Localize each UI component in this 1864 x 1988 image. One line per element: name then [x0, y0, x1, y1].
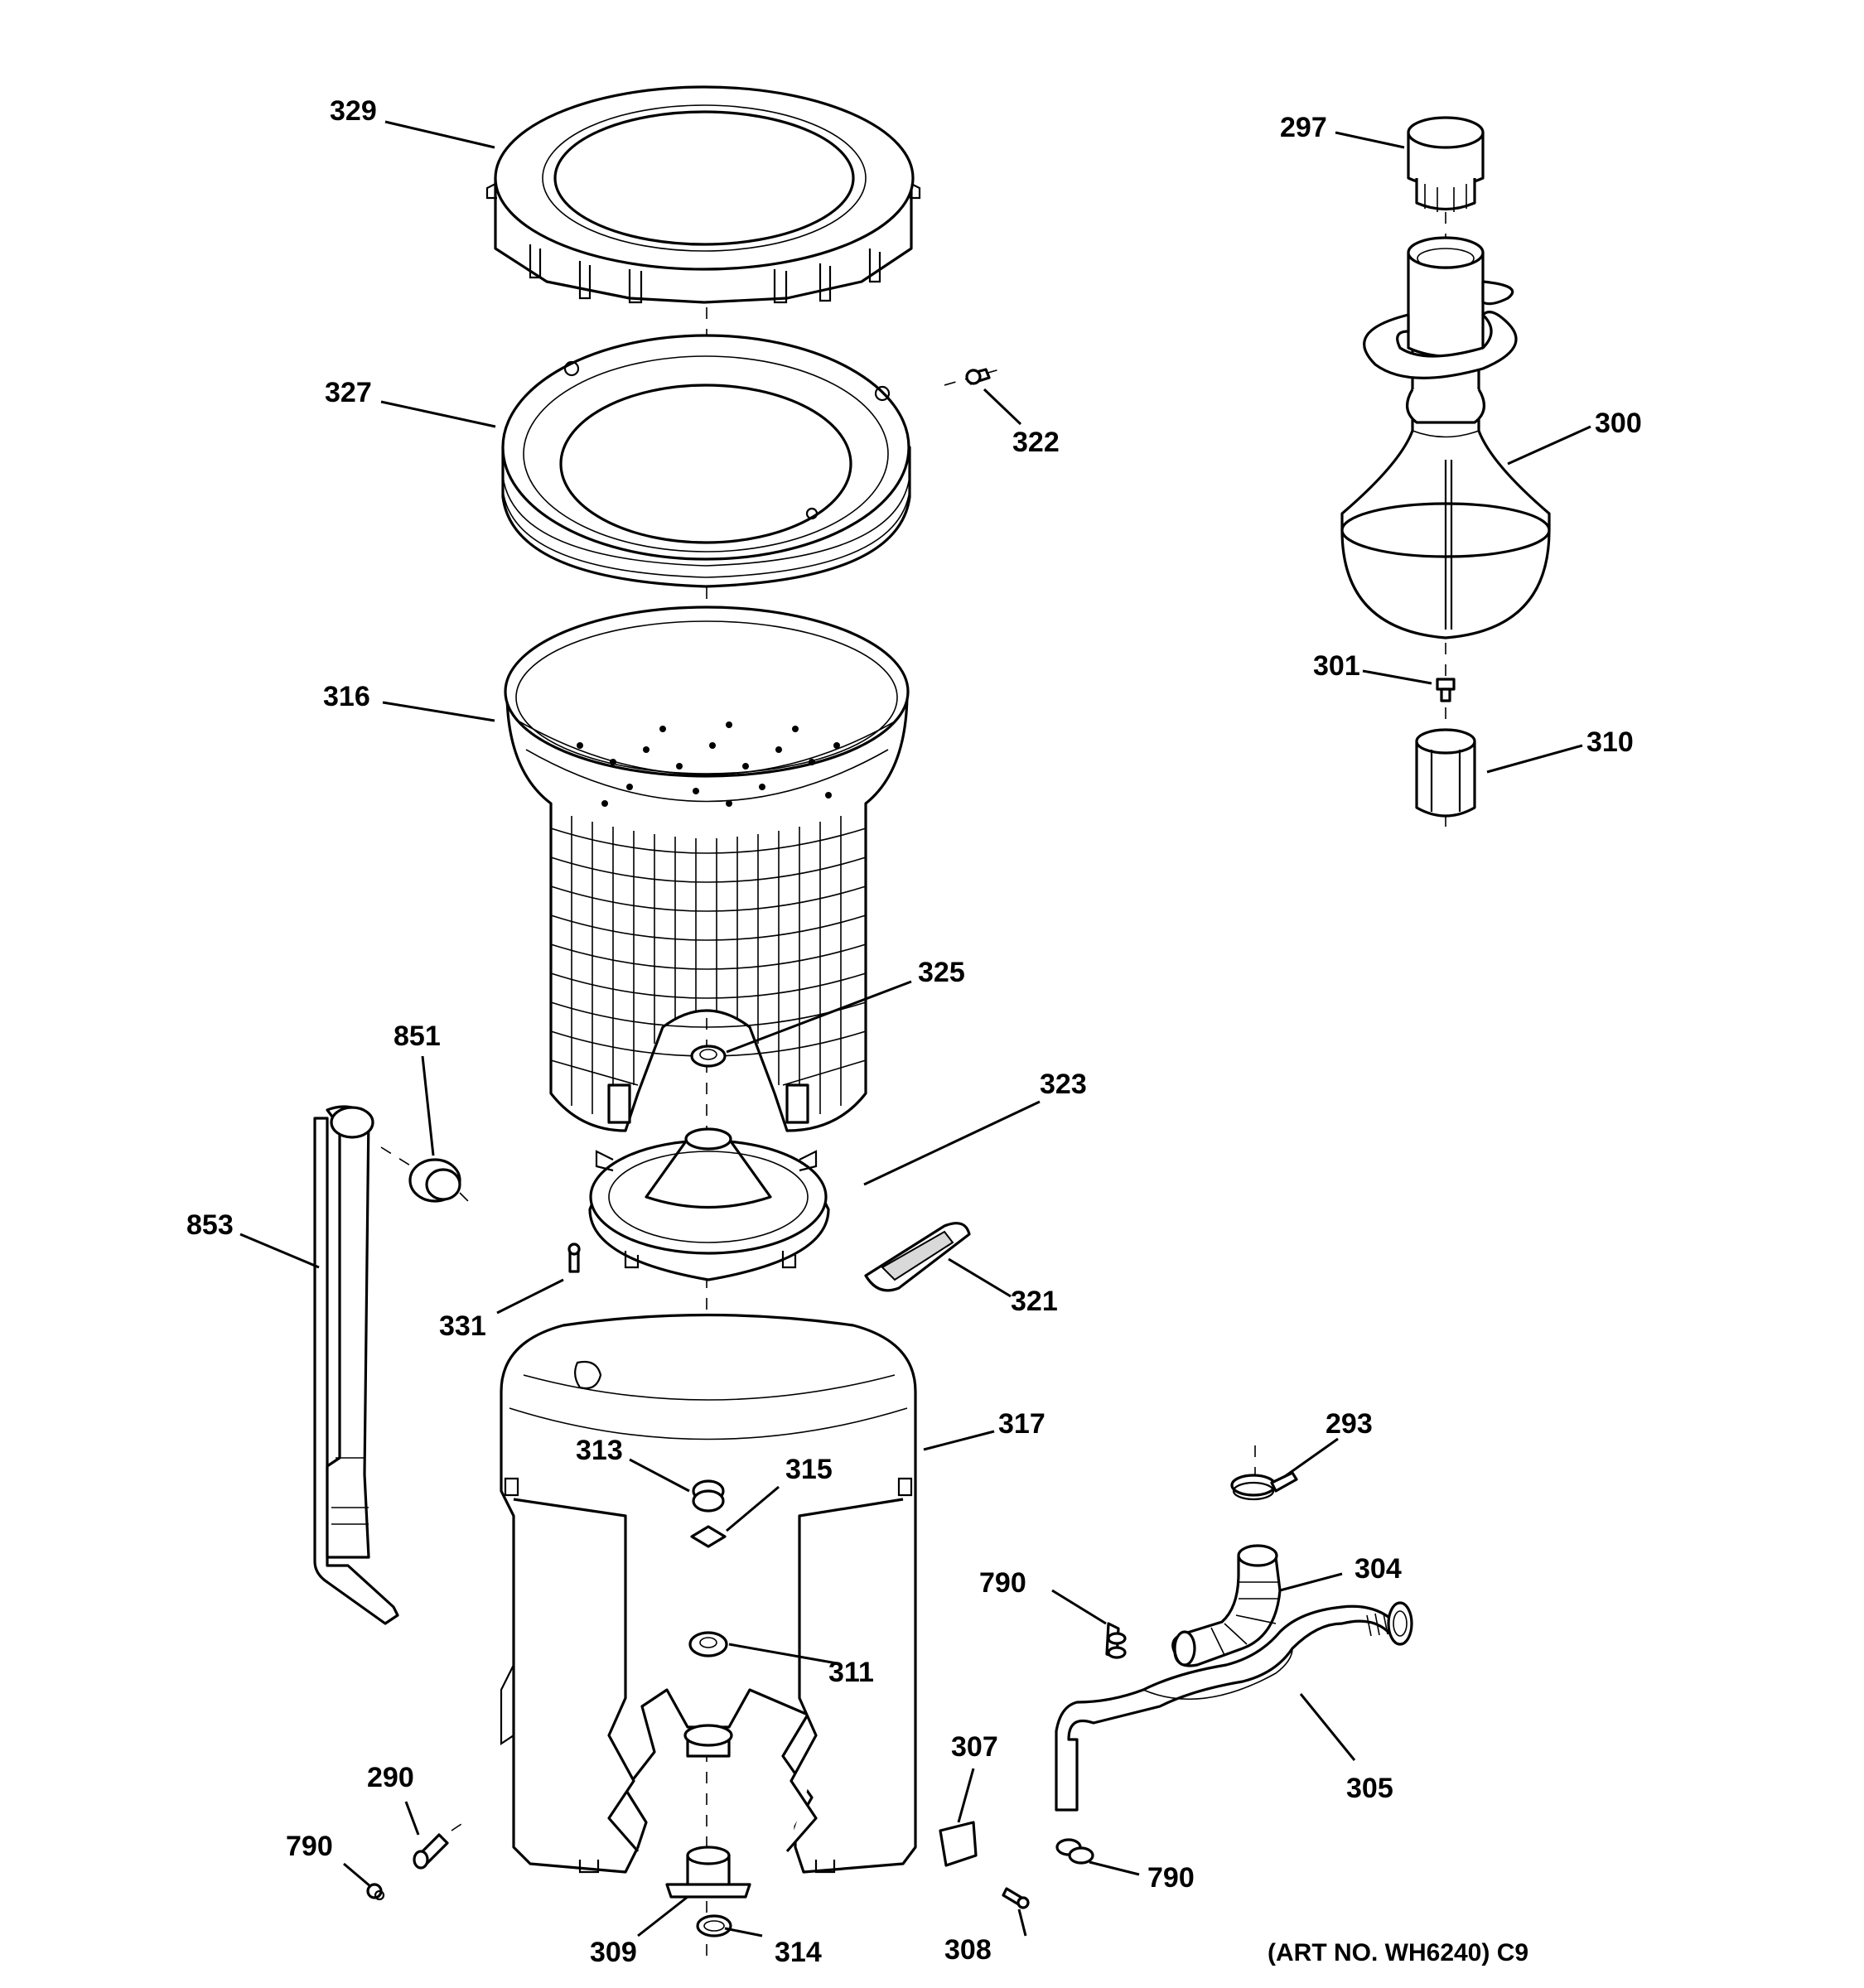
- outer-tub-317[interactable]: [500, 1313, 917, 1874]
- callout-322: 322: [1012, 427, 1060, 458]
- hose-clamp-790-left[interactable]: [366, 1883, 385, 1901]
- tub-washer-315[interactable]: [690, 1525, 727, 1548]
- callout-327: 327: [325, 377, 372, 408]
- outlet-seal-314[interactable]: [696, 1914, 732, 1937]
- callout-308: 308: [944, 1934, 992, 1966]
- callout-310: 310: [1586, 726, 1634, 758]
- drain-plug-851[interactable]: [380, 1146, 473, 1206]
- callout-304: 304: [1355, 1553, 1402, 1585]
- callout-331: 331: [439, 1310, 486, 1342]
- hub-screw-331[interactable]: [567, 1242, 581, 1273]
- callout-317: 317: [998, 1408, 1045, 1440]
- screw-322[interactable]: [944, 368, 1003, 386]
- basket-hub-323[interactable]: [588, 1127, 830, 1281]
- hose-clamp-790-right[interactable]: [1055, 1838, 1094, 1865]
- grommet-pin-290[interactable]: [413, 1822, 465, 1870]
- callout-307: 307: [951, 1731, 998, 1763]
- drain-hose-305[interactable]: [1055, 1601, 1413, 1812]
- callout-labels: 329 327 322 297 300 301 310 316 325 851 …: [186, 95, 1642, 1968]
- callout-790-right: 790: [1147, 1862, 1195, 1894]
- callout-323: 323: [1040, 1069, 1087, 1100]
- callout-790-mid: 790: [979, 1567, 1026, 1599]
- tub-nut-311[interactable]: [688, 1631, 728, 1657]
- callout-316: 316: [323, 681, 370, 712]
- bracket-307[interactable]: [939, 1821, 978, 1867]
- basket-nut-325[interactable]: [690, 1045, 727, 1068]
- callout-325: 325: [918, 957, 965, 988]
- overflow-tube-853[interactable]: [313, 1105, 399, 1625]
- tub-outlet-309[interactable]: [665, 1846, 751, 1899]
- art-number: (ART NO. WH6240) C9: [1268, 1939, 1528, 1966]
- hose-clamp-293[interactable]: [1230, 1445, 1298, 1501]
- callout-790-left: 790: [286, 1831, 333, 1862]
- agitator-cap-297[interactable]: [1407, 116, 1485, 212]
- callout-853: 853: [186, 1209, 234, 1241]
- hose-clamp-790-mid[interactable]: [1105, 1622, 1127, 1659]
- callout-311: 311: [828, 1657, 874, 1688]
- callout-301: 301: [1313, 650, 1360, 682]
- tub-drive-hub: [683, 1724, 733, 1758]
- agitator-300[interactable]: [1340, 236, 1551, 639]
- callout-313: 313: [576, 1435, 623, 1466]
- callout-329: 329: [330, 95, 377, 127]
- bracket-screw-308[interactable]: [1002, 1887, 1030, 1909]
- balance-ring-327[interactable]: [501, 334, 911, 588]
- callout-309: 309: [590, 1937, 637, 1968]
- tub-cover-329[interactable]: [485, 85, 921, 304]
- callout-293: 293: [1326, 1408, 1373, 1440]
- callout-300: 300: [1595, 408, 1642, 439]
- basket-holes: [577, 721, 840, 807]
- callout-290: 290: [367, 1762, 414, 1793]
- callout-321: 321: [1011, 1286, 1058, 1317]
- callout-851: 851: [394, 1021, 441, 1052]
- leader-lines: [239, 120, 1591, 1937]
- callout-305: 305: [1346, 1773, 1393, 1804]
- lint-filter-321[interactable]: [864, 1222, 971, 1292]
- callout-297: 297: [1280, 112, 1327, 143]
- callout-315: 315: [785, 1454, 833, 1485]
- callout-314: 314: [775, 1937, 822, 1968]
- tub-seal-313[interactable]: [692, 1479, 725, 1513]
- pump-hose-304[interactable]: [1171, 1544, 1282, 1667]
- agitator-coupling-310[interactable]: [1415, 728, 1476, 818]
- agitator-bolt-301[interactable]: [1436, 678, 1456, 702]
